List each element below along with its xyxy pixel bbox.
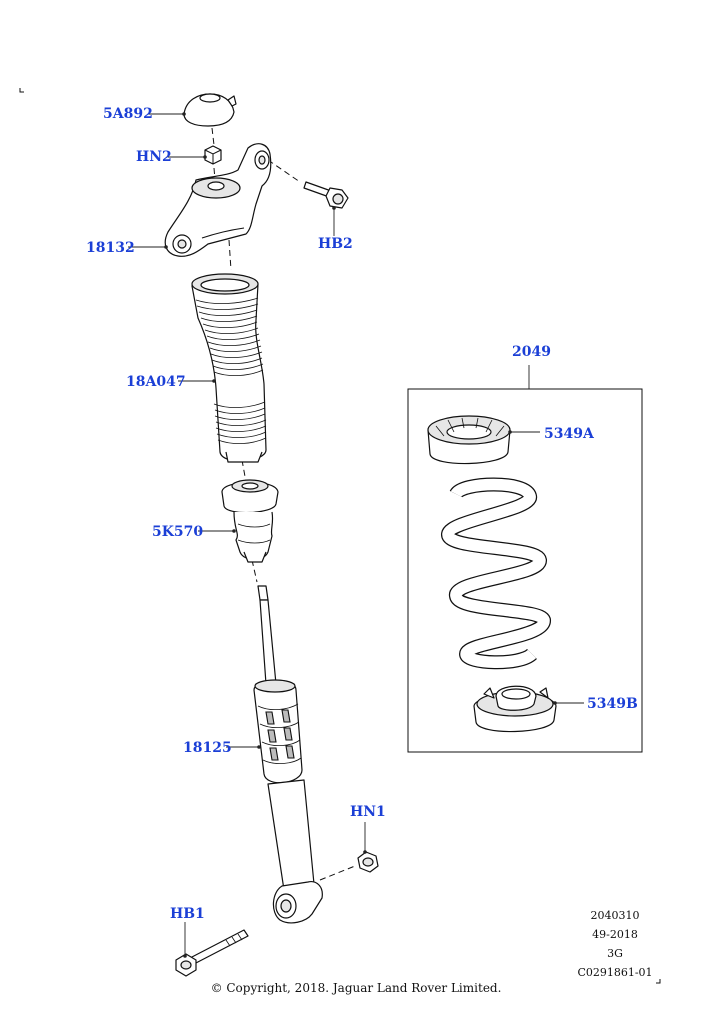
part-5349B-lower-spring-seat — [473, 685, 557, 733]
part-5K570-bump-stop — [221, 479, 279, 563]
callout-HB1[interactable]: HB1 — [170, 906, 205, 922]
part-18A047-dust-boot — [191, 273, 267, 463]
callout-5K570[interactable]: 5K570 — [152, 524, 204, 540]
copyright-notice: © Copyright, 2018. Jaguar Land Rover Lim… — [210, 981, 502, 995]
part-HB1-bolt — [175, 929, 249, 977]
kit-2049-box — [407, 388, 643, 753]
part-HN1-nut — [357, 851, 379, 873]
callout-HB2[interactable]: HB2 — [318, 236, 353, 252]
reference-block: 2040310 49-2018 3G C0291861-01 — [560, 906, 670, 982]
part-HB2-bolt — [303, 181, 349, 209]
callout-HN2[interactable]: HN2 — [136, 149, 172, 165]
reference-line-1: 2040310 — [590, 909, 640, 922]
callout-18125[interactable]: 18125 — [183, 740, 232, 756]
reference-line-2: 49-2018 — [592, 928, 638, 941]
corner-mark-bottom-right — [656, 979, 661, 984]
part-5A892-cap — [183, 93, 237, 127]
callout-leaders — [128, 112, 584, 958]
callout-5A892[interactable]: 5A892 — [103, 106, 153, 122]
part-HN2-nut — [204, 145, 222, 165]
callout-18A047[interactable]: 18A047 — [126, 374, 186, 390]
callout-5349A[interactable]: 5349A — [544, 426, 594, 442]
reference-line-4: C0291861-01 — [577, 966, 653, 979]
callout-18132[interactable]: 18132 — [86, 240, 135, 256]
callout-5349B[interactable]: 5349B — [587, 696, 638, 712]
corner-mark-top-left — [19, 88, 24, 93]
part-18132-upper-mount — [164, 143, 272, 257]
callout-HN1[interactable]: HN1 — [350, 804, 386, 820]
part-18125-shock-absorber — [253, 585, 323, 924]
callout-2049[interactable]: 2049 — [512, 344, 551, 360]
reference-line-3: 3G — [607, 947, 623, 960]
part-5349A-upper-spring-seat — [427, 415, 511, 465]
part-coil-spring — [441, 477, 551, 670]
